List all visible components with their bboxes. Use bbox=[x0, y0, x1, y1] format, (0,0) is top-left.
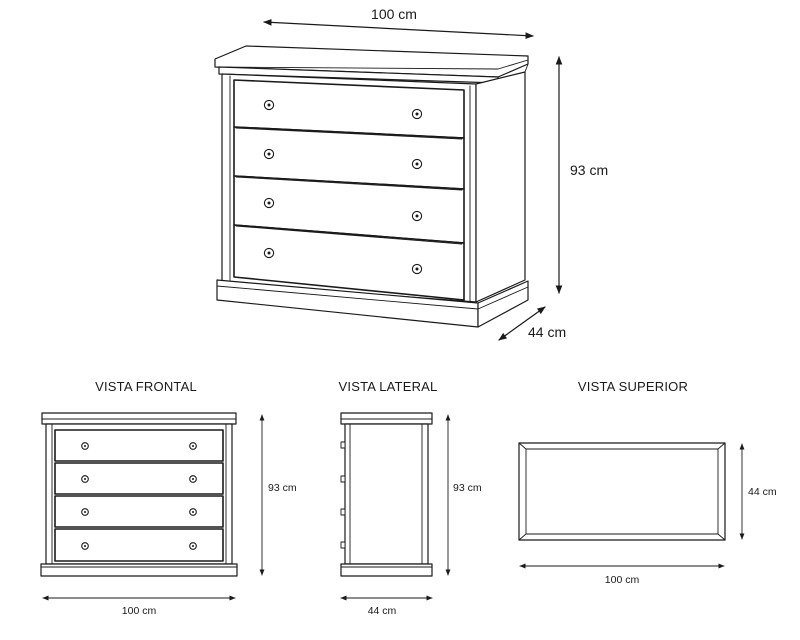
perspective-drawers bbox=[233, 79, 465, 301]
drawer-4 bbox=[233, 224, 465, 301]
dresser-top-slab bbox=[214, 45, 529, 84]
front-width-label: 100 cm bbox=[122, 605, 157, 617]
front-drawer-3 bbox=[54, 495, 224, 528]
top-width-dimension: 100 cm bbox=[519, 563, 725, 586]
knob-icon bbox=[189, 508, 197, 516]
side-height-label: 93 cm bbox=[453, 482, 482, 494]
perspective-knobs bbox=[263, 99, 423, 275]
knob-icon bbox=[189, 475, 197, 483]
front-drawer-1 bbox=[54, 429, 224, 462]
front-drawers bbox=[54, 429, 224, 562]
top-depth-label: 44 cm bbox=[748, 486, 777, 498]
perspective-depth-label: 44 cm bbox=[528, 324, 566, 340]
front-height-dimension: 93 cm bbox=[259, 414, 297, 576]
knob-icon bbox=[340, 541, 346, 549]
front-view: VISTA FRONTAL 93 cm bbox=[40, 379, 297, 617]
front-drawer-2 bbox=[54, 462, 224, 495]
perspective-width-label: 100 cm bbox=[371, 6, 417, 22]
knob-icon bbox=[81, 442, 89, 450]
top-width-label: 100 cm bbox=[605, 574, 640, 586]
side-knobs bbox=[340, 441, 346, 549]
perspective-width-dimension: 100 cm bbox=[263, 6, 534, 39]
top-view-title: VISTA SUPERIOR bbox=[578, 379, 688, 394]
side-depth-dimension: 44 cm bbox=[340, 595, 433, 617]
knob-icon bbox=[411, 210, 423, 222]
side-height-dimension: 93 cm bbox=[445, 414, 482, 576]
knob-icon bbox=[81, 508, 89, 516]
knob-icon bbox=[263, 197, 275, 209]
knob-icon bbox=[189, 442, 197, 450]
perspective-view: 100 cm bbox=[214, 6, 608, 341]
perspective-height-label: 93 cm bbox=[570, 162, 608, 178]
side-depth-label: 44 cm bbox=[368, 605, 397, 617]
side-view: VISTA LATERAL 93 cm 44 cm bbox=[339, 379, 482, 617]
knob-icon bbox=[411, 158, 423, 170]
perspective-depth-dimension: 44 cm bbox=[498, 306, 566, 341]
front-height-label: 93 cm bbox=[268, 482, 297, 494]
knob-icon bbox=[189, 542, 197, 550]
top-view: VISTA SUPERIOR 44 cm 100 cm bbox=[518, 379, 777, 586]
knob-icon bbox=[411, 108, 423, 120]
knob-icon bbox=[263, 148, 275, 160]
dresser-plinth bbox=[216, 279, 529, 328]
front-knobs bbox=[81, 442, 197, 550]
knob-icon bbox=[340, 475, 346, 483]
knob-icon bbox=[340, 508, 346, 516]
side-view-title: VISTA LATERAL bbox=[339, 379, 438, 394]
front-width-dimension: 100 cm bbox=[42, 595, 236, 617]
knob-icon bbox=[81, 475, 89, 483]
front-view-title: VISTA FRONTAL bbox=[95, 379, 197, 394]
front-drawer-4 bbox=[54, 528, 224, 562]
knob-icon bbox=[263, 99, 275, 111]
knob-icon bbox=[263, 247, 275, 259]
knob-icon bbox=[340, 441, 346, 449]
knob-icon bbox=[81, 542, 89, 550]
top-depth-dimension: 44 cm bbox=[739, 443, 777, 540]
perspective-height-dimension: 93 cm bbox=[555, 56, 608, 294]
knob-icon bbox=[411, 263, 423, 275]
